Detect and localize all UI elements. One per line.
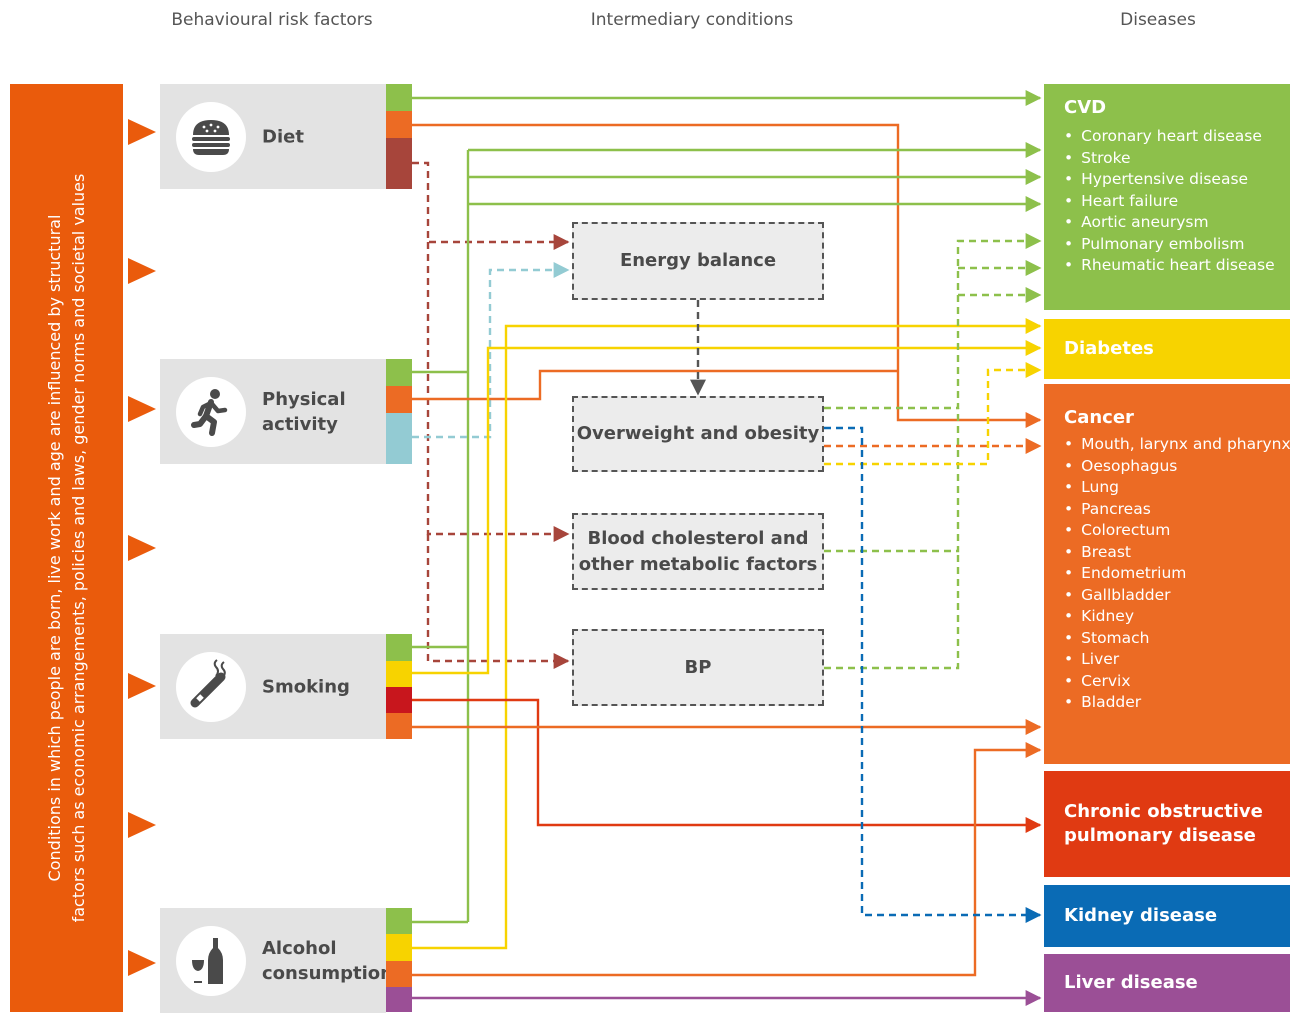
alcohol-stripe-green <box>386 908 412 934</box>
alcohol-stripe-yellow <box>386 934 412 961</box>
disease-cancer-list: Mouth, larynx and pharynx Oesophagus Lun… <box>1064 434 1290 714</box>
disease-cancer-title: Cancer <box>1064 407 1134 428</box>
disease-liver-title: Liver disease <box>1064 972 1198 993</box>
list-item: Gallbladder <box>1064 585 1290 607</box>
alcohol-stripe-purple <box>386 987 412 1012</box>
alcohol-stripe-orange <box>386 961 412 987</box>
smoking-stripe-yellow <box>386 661 412 687</box>
physical-stripe-orange <box>386 386 412 413</box>
disease-liver: Liver disease <box>1044 954 1290 1012</box>
list-item: Mouth, larynx and pharynx <box>1064 434 1290 456</box>
list-item: Hypertensive disease <box>1064 169 1290 191</box>
structural-arrow-5 <box>128 673 156 699</box>
list-item: Rheumatic heart disease <box>1064 255 1290 277</box>
link-cholesterol-cvd <box>824 408 960 553</box>
smoking-stripe-orange <box>386 713 412 739</box>
list-item: Oesophagus <box>1064 456 1290 478</box>
link-diet-energy-balance <box>412 161 570 250</box>
header-diseases: Diseases <box>1120 10 1196 30</box>
structural-arrow-1 <box>128 119 156 145</box>
risk-factor-smoking-label: Smoking <box>262 676 350 697</box>
link-alcohol-cancer <box>412 742 1042 977</box>
list-item: Liver <box>1064 649 1290 671</box>
bottle-and-glass-icon <box>176 925 246 996</box>
list-item: Cervix <box>1064 671 1290 693</box>
link-overweight-cvd-bus <box>824 233 1042 410</box>
list-item: Colorectum <box>1064 520 1290 542</box>
intermediary-energy-balance: Energy balance <box>572 222 824 300</box>
intermediary-bp: BP <box>572 629 824 706</box>
disease-cvd-list: Coronary heart disease Stroke Hypertensi… <box>1064 126 1290 277</box>
link-alcohol-diabetes <box>412 318 1042 950</box>
risk-factor-alcohol-consumption-label: Alcohol consumption <box>262 937 393 984</box>
burger-icon <box>176 101 246 172</box>
link-physical-energy-balance <box>412 262 570 439</box>
list-item: Lung <box>1064 477 1290 499</box>
list-item: Aortic aneurysm <box>1064 212 1290 234</box>
disease-copd-title: Chronic obstructive pulmonary disease <box>1064 801 1263 846</box>
link-overweight-kidney <box>824 426 1042 923</box>
disease-diabetes-title: Diabetes <box>1064 338 1154 359</box>
disease-diabetes: Diabetes <box>1044 319 1290 379</box>
disease-cancer: Cancer Mouth, larynx and pharynx Oesopha… <box>1044 384 1290 764</box>
running-person-icon <box>176 376 246 447</box>
link-diet-cholesterol <box>426 242 570 542</box>
link-bp-cvd <box>824 551 960 670</box>
link-smoking-copd <box>412 698 1042 833</box>
header-behavioural-risk-factors: Behavioural risk factors <box>171 10 373 30</box>
intermediary-overweight-obesity: Overweight and obesity <box>572 396 824 472</box>
list-item: Bladder <box>1064 692 1290 714</box>
list-item: Heart failure <box>1064 191 1290 213</box>
structural-factors-bar: Conditions in which people are born, liv… <box>10 84 123 1012</box>
list-item: Pancreas <box>1064 499 1290 521</box>
intermediary-blood-cholesterol: Blood cholesterol and other metabolic fa… <box>572 513 824 590</box>
link-overweight-diabetes <box>824 362 1042 466</box>
header-intermediary-conditions: Intermediary conditions <box>590 10 794 30</box>
diet-stripe-brown <box>386 138 412 189</box>
cigarette-icon <box>176 651 246 722</box>
link-diet-cancer <box>412 123 1042 428</box>
physical-stripe-green <box>386 359 412 386</box>
risk-factor-diet-label: Diet <box>262 126 304 147</box>
disease-cvd-title: CVD <box>1064 97 1107 118</box>
disease-copd: Chronic obstructive pulmonary disease <box>1044 771 1290 877</box>
list-item: Stroke <box>1064 148 1290 170</box>
structural-arrow-2 <box>128 258 156 284</box>
link-smoking-diabetes <box>412 340 1042 675</box>
disease-kidney: Kidney disease <box>1044 885 1290 947</box>
smoking-stripe-red <box>386 687 412 713</box>
risk-factor-alcohol-consumption: Alcohol consumption <box>160 908 393 1013</box>
structural-arrow-7 <box>128 950 156 976</box>
list-item: Pulmonary embolism <box>1064 234 1290 256</box>
risk-factor-physical-activity: Physical activity <box>160 359 386 464</box>
link-physical-cancer <box>412 369 898 401</box>
disease-kidney-title: Kidney disease <box>1064 905 1218 926</box>
structural-arrow-6 <box>128 812 156 838</box>
risk-factor-smoking: Smoking <box>160 634 386 739</box>
list-item: Kidney <box>1064 606 1290 628</box>
structural-arrow-3 <box>128 396 156 422</box>
structural-arrow-4 <box>128 535 156 561</box>
smoking-stripe-green <box>386 634 412 661</box>
physical-stripe-light-blue <box>386 413 412 464</box>
list-item: Breast <box>1064 542 1290 564</box>
diet-stripe-green <box>386 84 412 111</box>
list-item: Stomach <box>1064 628 1290 650</box>
list-item: Endometrium <box>1064 563 1290 585</box>
risk-factor-physical-activity-label: Physical activity <box>262 388 346 435</box>
risk-factor-diet: Diet <box>160 84 386 189</box>
list-item: Coronary heart disease <box>1064 126 1290 148</box>
diet-stripe-orange <box>386 111 412 138</box>
link-diet-bp <box>426 534 570 669</box>
disease-cvd: CVD Coronary heart disease Stroke Hypert… <box>1044 84 1290 310</box>
